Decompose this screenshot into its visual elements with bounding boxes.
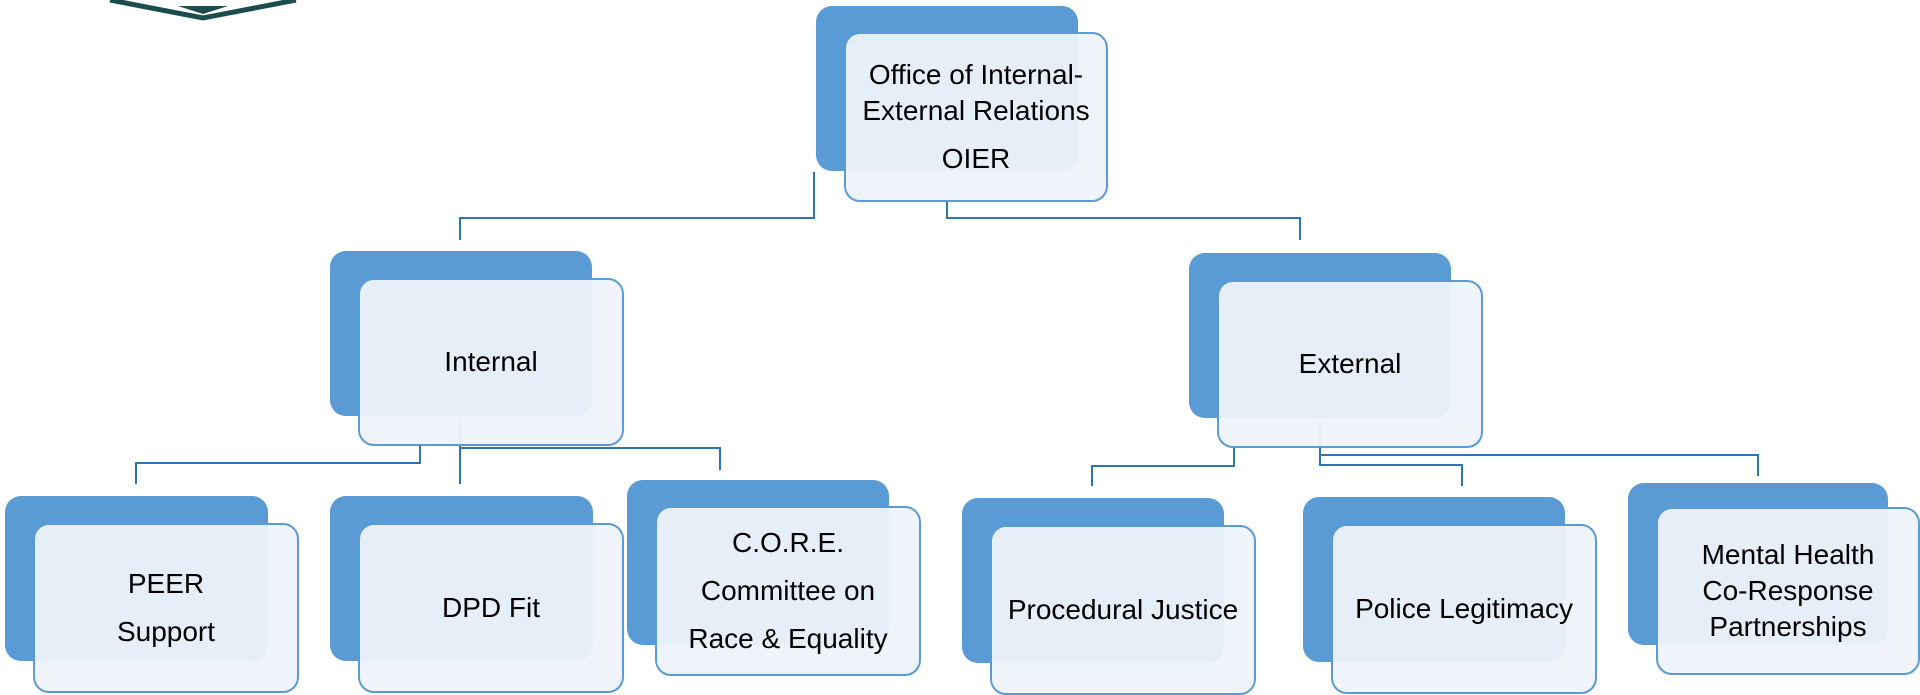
- connector-root-internal: [459, 172, 815, 240]
- procedural-justice-box: Procedural Justice: [990, 525, 1256, 695]
- logo-chevron-icon: [109, 0, 297, 21]
- mental-health-line-3: Partnerships: [1709, 611, 1867, 642]
- core-line-1: C.O.R.E.: [731, 527, 844, 558]
- connector-root-external: [946, 200, 1301, 240]
- mental-health-line-2: Co-Response: [1702, 575, 1874, 606]
- internal-node-box: Internal: [358, 278, 624, 446]
- mental-health-box: Mental Health Co-Response Partnerships: [1656, 507, 1920, 675]
- root-line-1: Office of Internal-: [868, 59, 1084, 90]
- police-legitimacy-label: Police Legitimacy: [1355, 593, 1573, 624]
- police-legitimacy-box: Police Legitimacy: [1331, 524, 1597, 694]
- peer-support-box: PEER Support: [33, 523, 299, 693]
- connector-external-procedural: [1091, 448, 1235, 486]
- dpd-fit-label: DPD Fit: [442, 592, 540, 623]
- external-node-box: External: [1217, 280, 1483, 448]
- peer-line-1: PEER: [127, 568, 205, 599]
- root-line-2: External Relations: [862, 95, 1090, 126]
- dpd-fit-box: DPD Fit: [358, 523, 624, 693]
- connector-internal-peer: [135, 445, 421, 484]
- core-box: C.O.R.E. Committee on Race & Equality: [655, 506, 921, 676]
- internal-label: Internal: [444, 346, 538, 377]
- connector-internal-core: [460, 447, 721, 470]
- core-line-3: Race & Equality: [688, 623, 888, 654]
- mental-health-line-1: Mental Health: [1701, 539, 1875, 570]
- root-line-3: OIER: [941, 143, 1011, 174]
- core-line-2: Committee on: [700, 575, 876, 606]
- root-node-box: Office of Internal- External Relations O…: [844, 32, 1108, 202]
- peer-line-2: Support: [116, 616, 216, 647]
- external-label: External: [1298, 348, 1402, 379]
- procedural-justice-label: Procedural Justice: [1007, 594, 1239, 625]
- connector-external-mentalhealth: [1320, 454, 1759, 476]
